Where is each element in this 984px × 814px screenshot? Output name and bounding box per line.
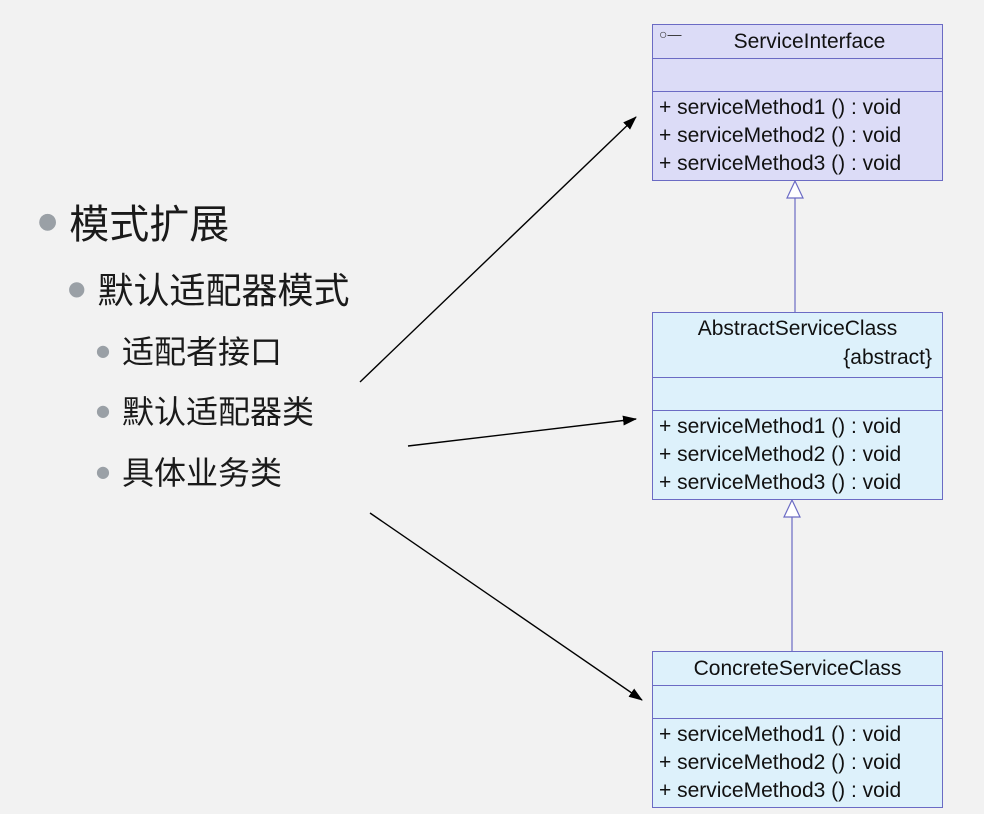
class-name-compartment: ConcreteServiceClass bbox=[653, 652, 942, 686]
class-name-compartment: ○— ServiceInterface bbox=[653, 25, 942, 59]
bullet-dot-icon: ● bbox=[96, 461, 110, 481]
bullet-level1: ● 模式扩展 bbox=[38, 192, 229, 250]
bullet-level3-default-adapter: ● 默认适配器类 bbox=[96, 387, 314, 433]
bullet-level3-text: 默认适配器类 bbox=[121, 393, 314, 431]
pointer-arrow-to-interface bbox=[359, 116, 637, 383]
operation: + serviceMethod1 () : void bbox=[659, 96, 902, 119]
operation: + serviceMethod2 () : void bbox=[659, 124, 902, 147]
operation: + serviceMethod3 () : void bbox=[659, 471, 902, 494]
operation: + serviceMethod1 () : void bbox=[659, 723, 902, 746]
class-name: AbstractServiceClass bbox=[697, 317, 898, 340]
attributes-compartment bbox=[653, 686, 942, 719]
operation: + serviceMethod3 () : void bbox=[659, 779, 902, 802]
bullet-level3-adaptee-interface: ● 适配者接口 bbox=[96, 327, 282, 373]
bullet-level3-text: 具体业务类 bbox=[121, 454, 282, 492]
class-name: ServiceInterface bbox=[733, 30, 886, 53]
hollow-triangle-icon bbox=[783, 498, 801, 518]
concrete-service-class-box: ConcreteServiceClass + serviceMethod1 ()… bbox=[652, 651, 943, 808]
class-name: ConcreteServiceClass bbox=[693, 657, 902, 680]
operation: + serviceMethod3 () : void bbox=[659, 152, 902, 175]
operations-compartment: + serviceMethod1 () : void + serviceMeth… bbox=[653, 92, 942, 180]
bullet-dot-icon: ● bbox=[38, 208, 58, 234]
bullet-dot-icon: ● bbox=[96, 340, 110, 360]
abstract-tag: {abstract} bbox=[843, 346, 932, 369]
bullet-level1-text: 模式扩展 bbox=[69, 202, 230, 248]
operations-compartment: + serviceMethod1 () : void + serviceMeth… bbox=[653, 719, 942, 807]
attributes-compartment bbox=[653, 59, 942, 92]
operation: + serviceMethod2 () : void bbox=[659, 751, 902, 774]
operation: + serviceMethod2 () : void bbox=[659, 443, 902, 466]
bullet-level2-text: 默认适配器模式 bbox=[97, 271, 350, 312]
operation: + serviceMethod1 () : void bbox=[659, 415, 902, 438]
bullet-level3-text: 适配者接口 bbox=[121, 333, 282, 371]
class-name-compartment: AbstractServiceClass {abstract} bbox=[653, 313, 942, 378]
bullet-dot-icon: ● bbox=[96, 400, 110, 420]
pointer-arrow-to-concrete bbox=[369, 512, 643, 701]
service-interface-box: ○— ServiceInterface + serviceMethod1 () … bbox=[652, 24, 943, 181]
pointer-arrow-to-abstract bbox=[407, 415, 637, 447]
bullet-level2: ● 默认适配器模式 bbox=[68, 262, 349, 314]
bullet-dot-icon: ● bbox=[68, 276, 86, 300]
attributes-compartment bbox=[653, 378, 942, 411]
interface-lollipop-icon: ○— bbox=[659, 26, 682, 42]
bullet-level3-concrete-class: ● 具体业务类 bbox=[96, 448, 282, 494]
abstract-service-class-box: AbstractServiceClass {abstract} + servic… bbox=[652, 312, 943, 500]
operations-compartment: + serviceMethod1 () : void + serviceMeth… bbox=[653, 411, 942, 499]
hollow-triangle-icon bbox=[786, 179, 804, 199]
